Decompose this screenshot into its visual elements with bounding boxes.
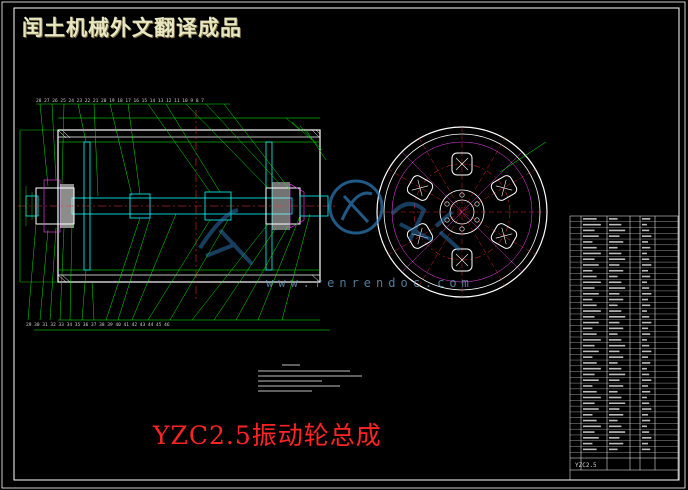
svg-text:29 30 31 32 33 34 35 36 37 38: 29 30 31 32 33 34 35 36 37 38 39 40 41 4…: [26, 322, 170, 328]
inner-frame: [13, 7, 680, 481]
watermark-url: www.renrendoc.com: [266, 276, 474, 290]
drawing-title: YZC2.5振动轮总成: [153, 421, 382, 450]
parts-list: [569, 215, 679, 481]
technical-notes: [258, 364, 362, 392]
parts-list-rows: [570, 218, 678, 453]
watermark-logo: [198, 179, 462, 266]
end-view: [376, 126, 548, 298]
header-title: 闰土机械外文翻译成品: [22, 16, 242, 40]
title-block-code: YZC2.5: [575, 462, 597, 469]
svg-text:28 27 26 25 24 23 22 21 20 19: 28 27 26 25 24 23 22 21 20 19 18 17 16 1…: [36, 98, 204, 104]
section-view: 28 27 26 25 24 23 22 21 20 19 18 17 16 1…: [18, 98, 336, 331]
